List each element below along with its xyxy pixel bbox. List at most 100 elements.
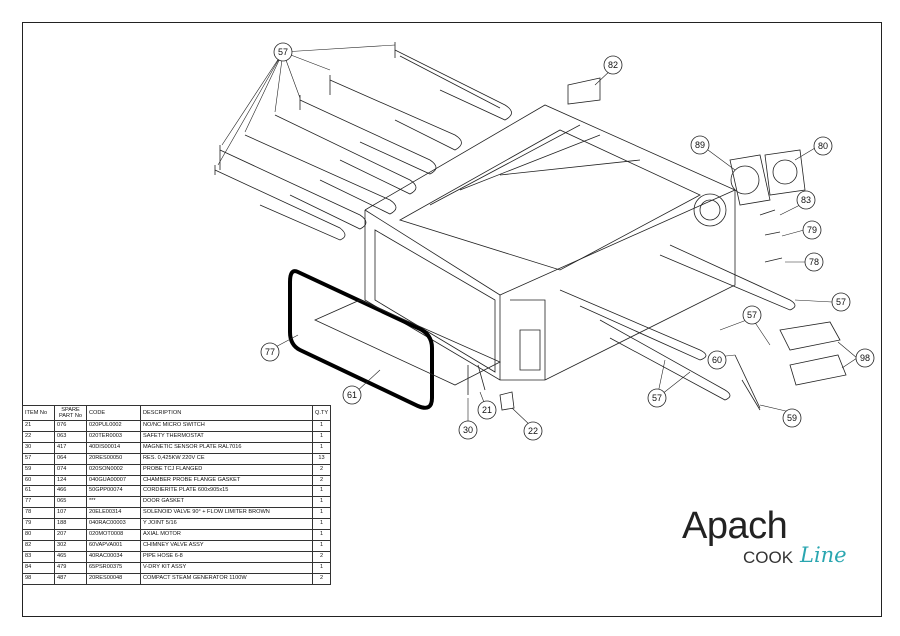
callout-61: 61 bbox=[347, 390, 357, 400]
table-header-row: ITEM No SPARE PART No CODE DESCRIPTION Q… bbox=[22, 405, 331, 421]
cell-description: SOLENOID VALVE 90° + FLOW LIMITER BROWN bbox=[140, 507, 313, 520]
cell-description: NO/NC MICRO SWITCH bbox=[140, 420, 313, 432]
cell-description: AXIAL MOTOR bbox=[140, 529, 313, 541]
cell-description: COMPACT STEAM GENERATOR 1100W bbox=[140, 572, 313, 585]
cell-code: 40DIS00014 bbox=[86, 441, 141, 454]
right-components bbox=[467, 77, 847, 411]
cell-item: 61 bbox=[22, 485, 55, 498]
cell-code: 040RAC00003 bbox=[86, 518, 141, 531]
apach-cookline-logo: Apach COOK Line bbox=[680, 505, 860, 575]
callout-59: 59 bbox=[787, 413, 797, 423]
callout-21: 21 bbox=[482, 405, 492, 415]
door-gasket bbox=[288, 269, 501, 410]
cell-spare: 065 bbox=[54, 496, 87, 509]
callout-22: 22 bbox=[528, 426, 538, 436]
cell-qty: 1 bbox=[312, 507, 331, 520]
callout-80: 80 bbox=[818, 141, 828, 151]
cell-code: 020MOT0008 bbox=[86, 529, 141, 541]
cell-code: 50GPP00074 bbox=[86, 485, 141, 498]
callout-57-right: 57 bbox=[836, 297, 846, 307]
cell-spare: 188 bbox=[54, 518, 87, 531]
cell-item: 78 bbox=[22, 507, 55, 520]
cell-spare: 466 bbox=[54, 485, 87, 498]
cell-spare: 487 bbox=[54, 572, 87, 585]
callout-circles bbox=[260, 42, 875, 441]
drawing-frame bbox=[22, 22, 882, 617]
cell-description: RES. 0,425KW 220V CE bbox=[140, 452, 313, 465]
cell-item: 79 bbox=[22, 518, 55, 531]
cell-description: V-DRY KIT ASSY bbox=[140, 561, 313, 574]
cell-code: *** bbox=[86, 496, 141, 509]
cell-item: 21 bbox=[22, 420, 55, 432]
logo-sub: COOK bbox=[743, 548, 794, 567]
cell-item: 83 bbox=[22, 550, 55, 563]
cell-description: CHIMNEY VALVE ASSY bbox=[140, 539, 313, 552]
cell-item: 77 bbox=[22, 496, 55, 509]
cell-description: MAGNETIC SENSOR PLATE RAL7016 bbox=[140, 441, 313, 454]
cell-spare: 064 bbox=[54, 452, 87, 465]
callout-30: 30 bbox=[463, 425, 473, 435]
cell-spare: 074 bbox=[54, 463, 87, 476]
cell-description: CHAMBER PROBE FLANGE GASKET bbox=[140, 474, 313, 487]
cell-qty: 1 bbox=[312, 518, 331, 531]
cell-item: 98 bbox=[22, 572, 55, 585]
cell-description: PROBE TCJ FLANGED bbox=[140, 463, 313, 476]
header-spare: SPARE PART No bbox=[54, 405, 87, 421]
cell-qty: 1 bbox=[312, 496, 331, 509]
cell-description: SAFETY THERMOSTAT bbox=[140, 430, 313, 443]
callout-83: 83 bbox=[801, 195, 811, 205]
cell-spare: 107 bbox=[54, 507, 87, 520]
cell-qty: 2 bbox=[312, 550, 331, 563]
leader-lines bbox=[217, 44, 858, 428]
cell-item: 57 bbox=[22, 452, 55, 465]
cell-code: 020SON0002 bbox=[86, 463, 141, 476]
cell-code: 20RES00048 bbox=[86, 572, 141, 585]
header-description: DESCRIPTION bbox=[140, 405, 313, 421]
cell-qty: 2 bbox=[312, 463, 331, 476]
cell-item: 60 bbox=[22, 474, 55, 487]
cell-item: 30 bbox=[22, 441, 55, 454]
cell-code: 65PSR00375 bbox=[86, 561, 141, 574]
cell-description: Y JOINT 5/16 bbox=[140, 518, 313, 531]
cell-spare: 076 bbox=[54, 420, 87, 432]
cell-spare: 063 bbox=[54, 430, 87, 443]
cell-spare: 207 bbox=[54, 529, 87, 541]
cell-spare: 302 bbox=[54, 539, 87, 552]
cell-qty: 1 bbox=[312, 420, 331, 432]
cell-spare: 417 bbox=[54, 441, 87, 454]
cell-qty: 2 bbox=[312, 474, 331, 487]
cell-qty: 1 bbox=[312, 539, 331, 552]
cell-item: 82 bbox=[22, 539, 55, 552]
callout-57-bottom: 57 bbox=[652, 393, 662, 403]
header-item: ITEM No bbox=[22, 405, 55, 421]
cell-item: 22 bbox=[22, 430, 55, 443]
cell-code: 40RAC00034 bbox=[86, 550, 141, 563]
callout-78: 78 bbox=[809, 257, 819, 267]
cell-code: 20ELE00314 bbox=[86, 507, 141, 520]
callout-82: 82 bbox=[608, 60, 618, 70]
cell-qty: 1 bbox=[312, 430, 331, 443]
cell-qty: 1 bbox=[312, 529, 331, 541]
cell-description: DOOR GASKET bbox=[140, 496, 313, 509]
cell-description: CORDIERITE PLATE 600x905x15 bbox=[140, 485, 313, 498]
cell-spare: 479 bbox=[54, 561, 87, 574]
cell-code: 60VAPVA001 bbox=[86, 539, 141, 552]
cell-description: PIPE HOSE 6-8 bbox=[140, 550, 313, 563]
heating-elements-top bbox=[214, 42, 512, 241]
callout-60: 60 bbox=[712, 355, 722, 365]
